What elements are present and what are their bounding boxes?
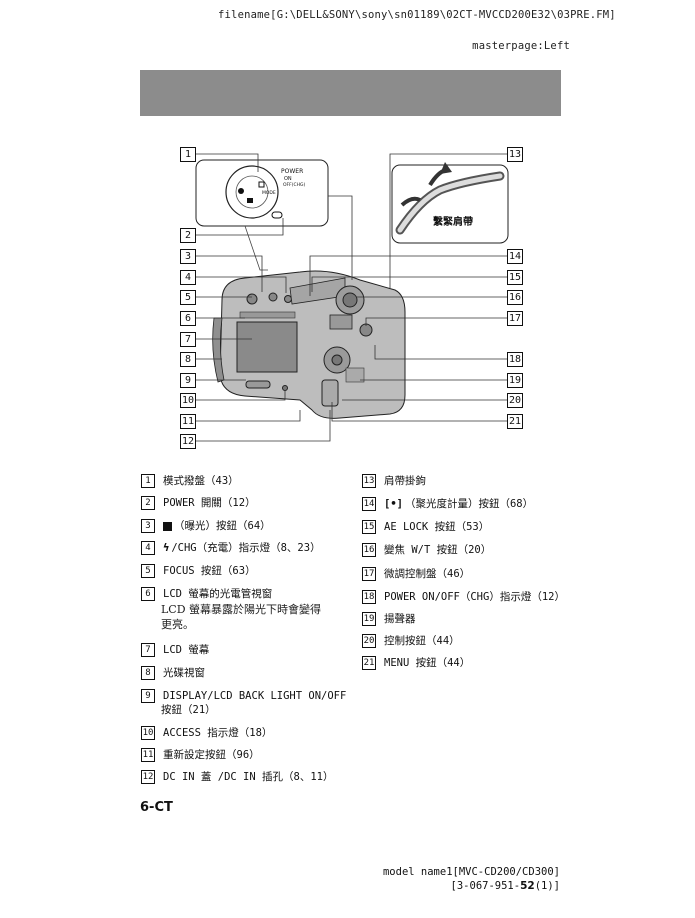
callout-12: 12 [180,434,196,449]
exposure-icon [163,521,172,531]
item6-note-line2: 更亮。 [161,618,194,631]
callout-15: 15 [507,270,523,285]
legend-item-3: 3（曝光）按鈕（64） [141,519,271,533]
item6-note-line1: LCD 螢幕暴露於陽光下時會變得 [161,603,322,616]
spot-meter-icon: [•] [384,498,403,510]
legend-item-9-line2: 按鈕（21） [161,704,216,716]
page-number: 6-CT [140,800,173,815]
callout-4: 4 [180,270,196,285]
dial-power-label: POWER [281,168,303,175]
callout-11: 11 [180,414,196,429]
masterpage-label: masterpage:Left [472,40,570,52]
callout-20: 20 [507,393,523,408]
callout-7: 7 [180,332,196,347]
dial-off-label: OFF(CHG) [283,182,305,188]
callout-5: 5 [180,290,196,305]
strap-inset [391,164,509,244]
callout-2: 2 [180,228,196,243]
callout-18: 18 [507,352,523,367]
flash-icon: ϟ [163,542,170,554]
svg-text:MODE: MODE [262,190,276,196]
callout-17: 17 [507,311,523,326]
callout-14: 14 [507,249,523,264]
callout-1: 1 [180,147,196,162]
lcd-screen [236,321,298,373]
callout-8: 8 [180,352,196,367]
callout-9: 9 [180,373,196,388]
model-footer: model name1[MVC-CD200/CD300] [3-067-951-… [383,865,560,893]
filename-header: filename[G:\DELL&SONY\sony\sn01189\02CT-… [218,9,616,21]
legend-item-14: 14[•]（聚光度計量）按鈕（68） [362,497,534,511]
title-band [140,70,561,116]
callout-21: 21 [507,414,523,429]
callout-10: 10 [180,393,196,408]
model-code-line: [3-067-951-52(1)] [450,880,560,892]
callout-3: 3 [180,249,196,264]
dial-on-label: ON [284,176,292,182]
strap-label: 繫緊肩帶 [433,215,473,228]
callout-13: 13 [507,147,523,162]
callout-16: 16 [507,290,523,305]
mode-dial-icon [225,165,279,219]
callout-19: 19 [507,373,523,388]
model-name-line: model name1[MVC-CD200/CD300] [382,866,560,878]
callout-6: 6 [180,311,196,326]
camera-diagram: MODE POWER ON OFF(CHG) 繫緊肩帶 [195,153,509,442]
